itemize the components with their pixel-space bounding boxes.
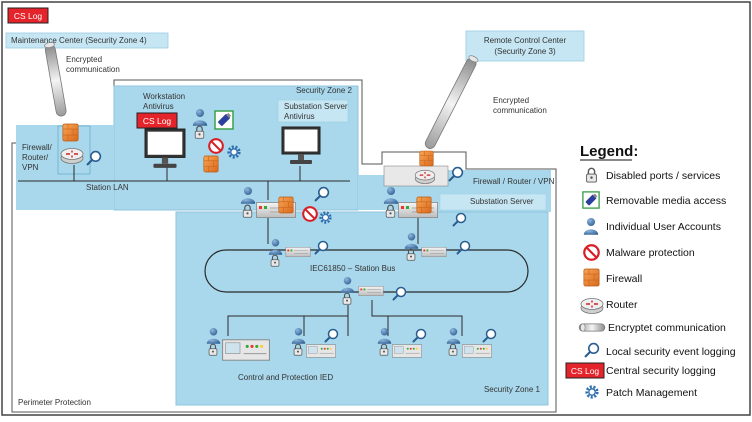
ied-branch-lines (227, 300, 463, 336)
malware-protection-icon (208, 138, 224, 154)
workstation-label-1: Workstation (143, 92, 185, 101)
svg-text:Encryptet communication: Encryptet communication (608, 322, 726, 334)
encrypted-tube-right (424, 55, 479, 149)
cs-log-badge-workstation: CS Log (136, 112, 178, 129)
substation-server-box (439, 193, 547, 211)
substation-server-av-label-2: Antivirus (284, 112, 315, 121)
svg-text:CS Log: CS Log (14, 11, 43, 21)
remote-control-center-label-1: Remote Control Center (484, 36, 567, 45)
firewall-icon (416, 196, 432, 214)
encrypted-label-right-1: Encrypted (493, 96, 529, 105)
legend-item-disabled-ports: Disabled ports / services (585, 167, 720, 183)
malware-protection-icon (583, 244, 600, 261)
router-icon (580, 297, 604, 314)
cs-log-badge-top: CS Log (7, 7, 49, 24)
perimeter-protection-boundary (11, 79, 557, 413)
firewall-icon (62, 123, 79, 142)
svg-text:Malware protection: Malware protection (606, 247, 695, 259)
workstation-label-2: Antivirus (143, 102, 174, 111)
zone1-label: Security Zone 1 (484, 385, 541, 394)
usb-stick-icon (214, 110, 234, 130)
legend-item-encrypted: Encryptet communication (578, 322, 726, 334)
ied-device-icon (306, 344, 336, 358)
firewall-right-label: Firewall / Router / VPN (473, 177, 555, 186)
legend-title: Legend: (580, 143, 638, 160)
station-bus-label: IEC61850 – Station Bus (310, 264, 395, 273)
legend-item-firewall: Firewall (583, 268, 642, 287)
svg-text:CS Log: CS Log (143, 116, 172, 126)
malware-protection-icon (302, 206, 318, 222)
station-lan-label: Station LAN (86, 183, 129, 192)
svg-text:Central security logging: Central security logging (606, 365, 716, 377)
bus-switch-center-icon (358, 286, 384, 296)
encrypted-label-right-2: communication (493, 106, 547, 115)
legend-item-patch-management: Patch Management (585, 385, 697, 399)
ied-device-icon (462, 344, 492, 358)
firewall-left-label-2: Router/ (22, 153, 49, 162)
security-zone-1 (175, 211, 549, 406)
svg-text:Individual User Accounts: Individual User Accounts (606, 221, 721, 233)
svg-text:Disabled ports / services: Disabled ports / services (606, 170, 720, 182)
svg-text:Local security event logging: Local security event logging (606, 346, 736, 358)
legend-item-user-accounts: Individual User Accounts (583, 218, 721, 235)
ied-device-icon (222, 339, 270, 361)
firewall-left-label-1: Firewall/ (22, 143, 53, 152)
legend: Legend: Disabled ports / services Remova… (565, 143, 736, 399)
encrypted-tube-icon (578, 323, 606, 332)
substation-server-label: Substation Server (470, 197, 534, 206)
usb-stick-icon (582, 191, 600, 209)
firewall-icon (419, 150, 434, 167)
bus-switch-left-icon (285, 247, 311, 257)
maintenance-center-label: Maintenance Center (Security Zone 4) (11, 36, 147, 45)
remote-control-center-label-2: (Security Zone 3) (494, 47, 556, 56)
svg-text:Firewall: Firewall (606, 273, 642, 285)
firewall-icon (203, 155, 219, 173)
zone2-label: Security Zone 2 (296, 86, 353, 95)
substation-server-av-label-1: Substation Server (284, 102, 348, 111)
ied-device-icon (392, 344, 422, 358)
substation-server-av-box (277, 99, 349, 123)
cs-log-icon (565, 362, 605, 379)
legend-item-local-logging: Local security event logging (584, 342, 736, 358)
legend-item-router: Router (580, 297, 638, 314)
remote-control-center-box (465, 30, 585, 62)
firewall-icon (278, 196, 294, 214)
svg-text:CS Log: CS Log (571, 366, 600, 376)
svg-text:Patch Management: Patch Management (606, 387, 697, 399)
firewall-left-label-3: VPN (22, 163, 39, 172)
legend-item-removable-media: Removable media access (582, 191, 726, 209)
svg-text:Router: Router (606, 299, 638, 311)
router-icon (414, 169, 436, 184)
legend-item-central-logging: CS Log Central security logging (565, 362, 716, 379)
svg-text:Removable media access: Removable media access (606, 195, 726, 207)
firewall-icon (583, 268, 600, 287)
perimeter-protection-label: Perimeter Protection (18, 398, 91, 407)
bus-switch-right-icon (421, 247, 447, 257)
legend-item-malware: Malware protection (583, 244, 695, 261)
encrypted-label-left-1: Encrypted (66, 55, 102, 64)
control-ied-label: Control and Protection IED (238, 373, 333, 382)
encrypted-label-left-2: communication (66, 65, 120, 74)
encrypted-tube-left (44, 42, 67, 117)
router-icon (60, 147, 84, 164)
